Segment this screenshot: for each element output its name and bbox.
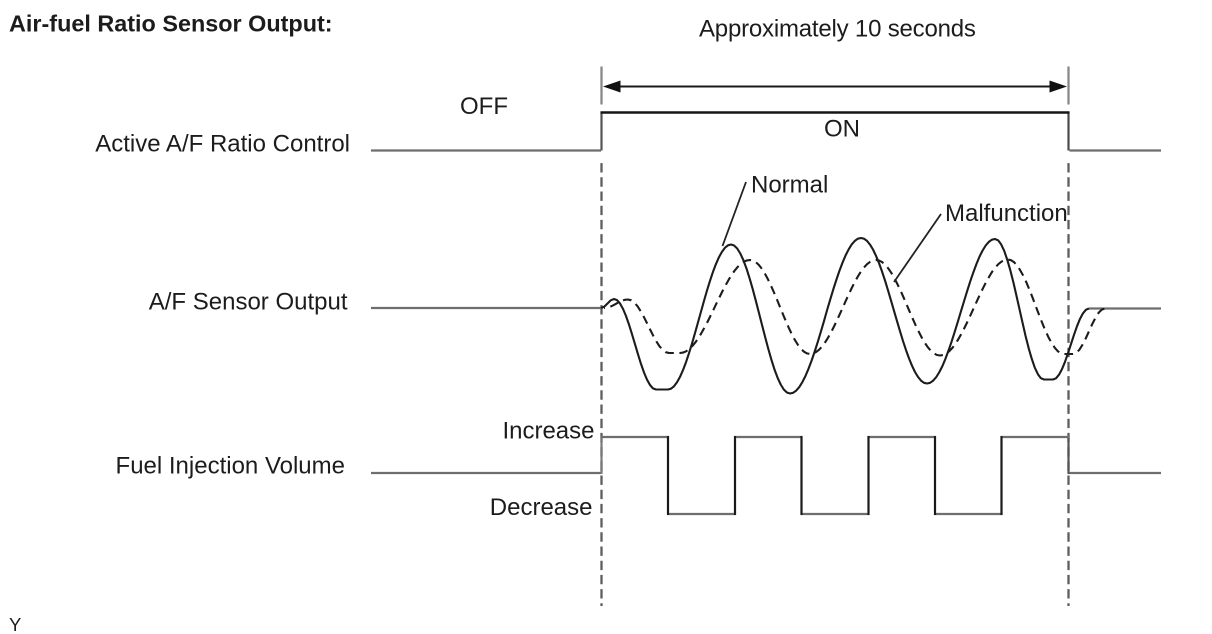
svg-text:Increase: Increase (502, 417, 594, 444)
svg-text:Normal: Normal (751, 172, 828, 199)
svg-text:Air-fuel Ratio Sensor Output:: Air-fuel Ratio Sensor Output: (9, 11, 333, 37)
svg-text:Y: Y (9, 614, 21, 634)
svg-text:OFF: OFF (460, 93, 508, 120)
svg-text:Approximately 10 seconds: Approximately 10 seconds (699, 16, 976, 43)
svg-text:Fuel Injection Volume: Fuel Injection Volume (116, 453, 345, 480)
svg-text:Active A/F Ratio Control: Active A/F Ratio Control (95, 131, 350, 158)
svg-text:ON: ON (824, 115, 860, 142)
svg-text:Decrease: Decrease (490, 494, 593, 521)
svg-text:Malfunction: Malfunction (945, 200, 1068, 227)
svg-text:A/F Sensor Output: A/F Sensor Output (149, 288, 348, 315)
